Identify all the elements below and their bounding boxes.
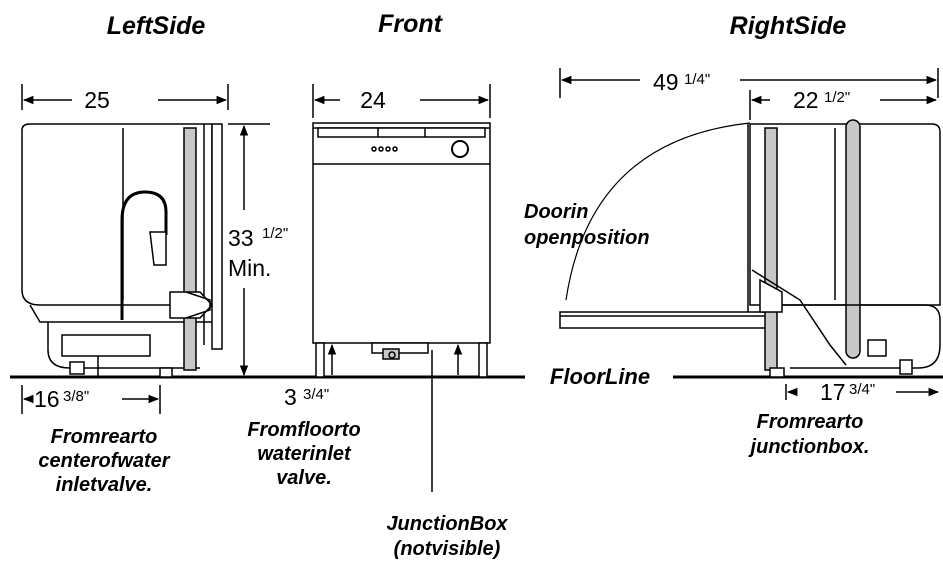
junction-box-caption-2: (notvisible) [394,538,501,560]
height-fraction: 1/2" [262,225,288,242]
height-note: Min. [228,255,271,281]
left-width-value: 25 [84,87,110,113]
door-open-dimension [559,68,939,98]
door-open-caption-1: Doorin [524,201,588,223]
right-depth-value: 22 [793,87,819,113]
inlet-height-fraction: 3/4" [303,386,329,403]
door-open-caption-2: openposition [524,227,650,249]
water-inlet-caption-3: inletvalve. [56,474,153,496]
front-view [312,122,491,378]
rear-to-junction-caption-2: junctionbox. [748,436,870,458]
door-open-value: 49 [653,69,679,95]
water-inlet-caption-2: centerofwater [38,450,170,472]
right-side-view [559,119,941,378]
water-inlet-fraction: 3/8" [63,388,89,405]
front-width-dimension [312,84,491,118]
floor-to-inlet-caption-3: valve. [276,467,332,489]
title-right-side: RightSide [730,12,847,40]
front-width-value: 24 [360,87,386,113]
floor-line-label: FloorLine [550,364,650,389]
floor-to-inlet-caption-2: waterinlet [257,443,352,465]
left-width-dimension [21,84,229,110]
rear-to-junction-caption-1: Fromrearto [757,411,864,433]
door-open-fraction: 1/4" [684,71,710,88]
water-inlet-dimension [21,385,161,414]
right-depth-fraction: 1/2" [824,89,850,106]
left-side-view [21,123,223,378]
water-inlet-caption-1: Fromrearto [51,426,158,448]
inlet-height-dimension [327,343,463,492]
height-value: 33 [228,225,254,251]
junction-distance-fraction: 3/4" [849,381,875,398]
floor-to-inlet-caption-1: Fromfloorto [247,419,360,441]
title-left-side: LeftSide [107,12,206,40]
inlet-height-value: 3 [284,384,297,410]
right-depth-dimension [749,90,938,120]
junction-distance-value: 17 [820,379,846,405]
title-front: Front [378,10,444,38]
height-dimension [228,123,270,378]
water-inlet-value: 16 [34,386,60,412]
junction-distance-dimension [785,384,940,400]
junction-box-caption-1: JunctionBox [386,513,508,535]
